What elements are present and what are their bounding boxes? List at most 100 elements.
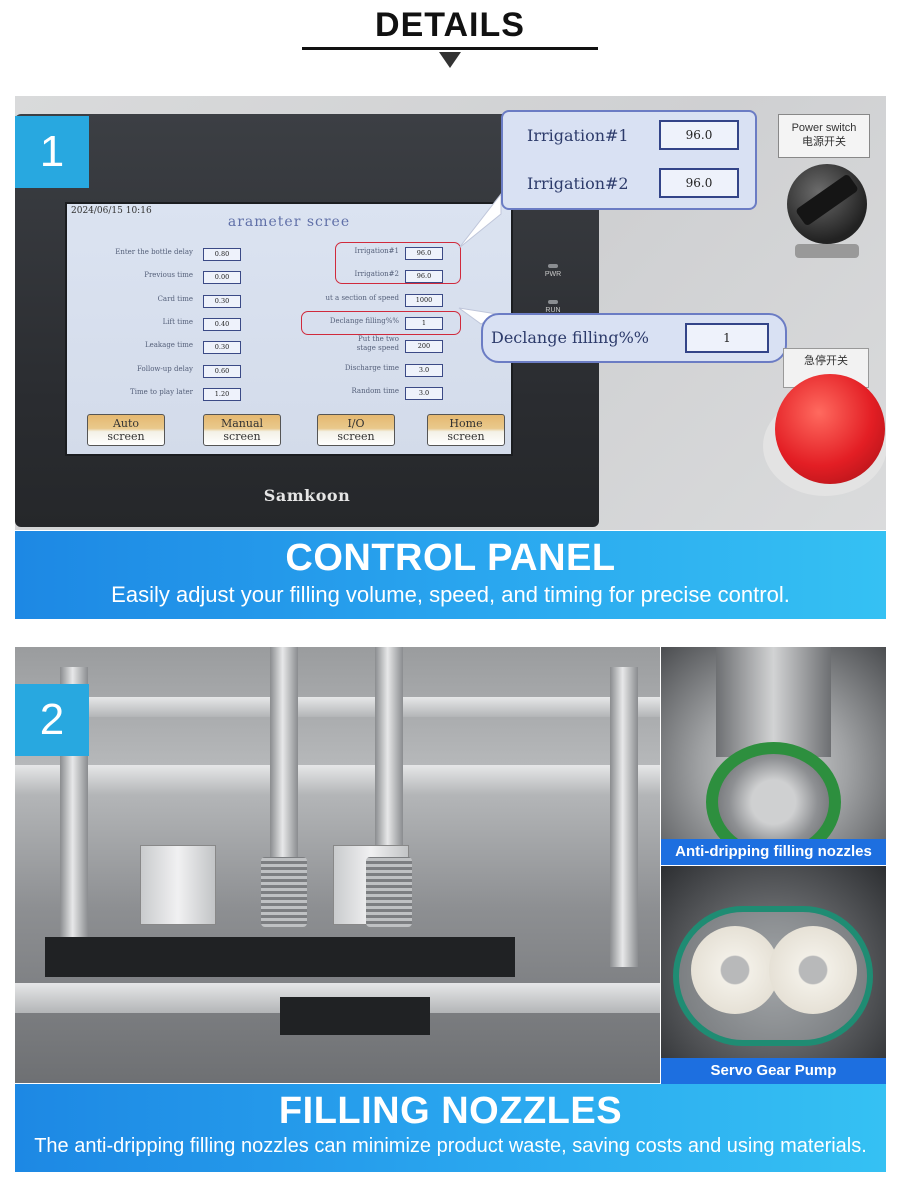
param-value-field[interactable]: 0.40 [203, 318, 241, 331]
irrigation-highlight [335, 242, 461, 284]
power-switch-label: Power switch 电源开关 [778, 114, 870, 158]
down-arrow-icon [439, 52, 461, 68]
upper-rail [15, 697, 660, 717]
switch-nut [795, 244, 859, 258]
param-label: Follow-up delay [137, 365, 193, 373]
pwr-label: PWR [544, 271, 562, 278]
hmi-display: 2024/06/15 10:16 arameter scree Enter th… [65, 202, 513, 456]
param-value-field[interactable]: 96.0 [405, 270, 443, 283]
param-row: Card time [67, 295, 193, 309]
title-underline [302, 47, 598, 50]
irrigation-pointer [458, 192, 502, 249]
pwr-led-icon [548, 264, 558, 268]
callout-declange-label: Declange filling%% [491, 328, 649, 347]
param-row: Discharge time [267, 364, 399, 378]
param-label: Irrigation#2 [354, 270, 399, 278]
hmi-datetime: 2024/06/15 10:16 [71, 206, 152, 216]
nozzle-knurl [366, 857, 412, 927]
run-label: RUN [545, 307, 561, 314]
callout-irrigation1-value: 96.0 [659, 120, 739, 150]
hmi-screen-title: arameter scree [227, 214, 351, 230]
param-value-field[interactable]: 0.60 [203, 365, 241, 378]
param-label: Card time [157, 295, 193, 303]
hmi-brand-logo: Samkoon [263, 486, 351, 505]
run-led-icon [548, 300, 558, 304]
param-row: Irrigation#1 [267, 247, 399, 261]
nozzle-pipe [270, 647, 298, 867]
callout-irrigation1-label: Irrigation#1 [527, 126, 629, 145]
nozzle-clamp [280, 997, 430, 1035]
control-panel-banner: CONTROL PANEL Easily adjust your filling… [15, 531, 886, 619]
param-row: Enter the bottle delay [67, 248, 193, 262]
param-row: Irrigation#2 [267, 270, 399, 284]
status-leds: PWR RUN [535, 264, 571, 336]
param-row: Follow-up delay [67, 365, 193, 379]
nozzle-body [716, 647, 831, 757]
param-row: Leakage time [67, 341, 193, 355]
param-value-field[interactable]: 0.00 [203, 271, 241, 284]
param-label: Lift time [162, 318, 193, 326]
section-number-badge: 2 [15, 684, 89, 756]
param-label: ut a section of speed [325, 294, 399, 302]
param-value-field[interactable]: 1000 [405, 294, 443, 307]
callout-declange-value: 1 [685, 323, 769, 353]
param-value-field[interactable]: 1 [405, 317, 443, 330]
irrigation-callout: Irrigation#1 96.0 Irrigation#2 96.0 [501, 110, 757, 210]
emergency-stop-button[interactable] [775, 374, 885, 484]
switch-grip [795, 173, 859, 227]
mounting-bar [45, 937, 515, 977]
param-value-field[interactable]: 0.80 [203, 248, 241, 261]
param-value-field[interactable]: 200 [405, 340, 443, 353]
banner-subtitle: Easily adjust your filling volume, speed… [111, 582, 790, 607]
support-post [610, 667, 638, 967]
banner-subtitle: The anti-dripping filling nozzles can mi… [34, 1135, 867, 1157]
nozzle-closeup: Anti-dripping filling nozzles [661, 647, 886, 865]
param-label: Leakage time [144, 341, 193, 349]
param-row: ut a section of speed [267, 294, 399, 308]
crossbar [15, 765, 660, 795]
power-switch-knob[interactable] [787, 164, 867, 244]
filling-nozzles-photo: 2 [15, 647, 660, 1083]
param-row: Lift time [67, 318, 193, 332]
gear-right [769, 926, 857, 1014]
param-label: Discharge time [344, 364, 399, 372]
control-panel-photo: 2024/06/15 10:16 arameter scree Enter th… [15, 96, 886, 530]
page-title: DETAILS [375, 6, 525, 44]
banner-title: CONTROL PANEL [285, 537, 616, 579]
param-row: Time to play later [67, 388, 193, 402]
param-row: Declange filling%% [267, 317, 399, 331]
declange-callout: Declange filling%% 1 [481, 313, 787, 363]
gear-left [691, 926, 779, 1014]
param-label: Enter the bottle delay [115, 248, 193, 256]
filling-nozzles-banner: FILLING NOZZLES The anti-dripping fillin… [15, 1084, 886, 1172]
param-label: Time to play later [130, 388, 193, 396]
param-label: Put the two stage speed [356, 335, 399, 352]
page-header: DETAILS [0, 0, 900, 80]
banner-title: FILLING NOZZLES [278, 1090, 623, 1132]
callout-irrigation2-label: Irrigation#2 [527, 174, 629, 193]
section-number-badge: 1 [15, 116, 89, 188]
declange-highlight [301, 311, 461, 335]
param-value-field[interactable]: 96.0 [405, 247, 443, 260]
air-cylinder [140, 845, 216, 925]
param-value-field[interactable]: 0.30 [203, 295, 241, 308]
param-row: Put the two stage speed [337, 335, 399, 357]
param-label: Declange filling%% [329, 317, 399, 325]
nozzle-caption: Anti-dripping filling nozzles [661, 839, 886, 865]
param-value-field[interactable]: 3.0 [405, 364, 443, 377]
nozzle-knurl [261, 857, 307, 927]
pump-caption: Servo Gear Pump [661, 1058, 886, 1084]
param-label: Random time [351, 387, 399, 395]
gear-pump-closeup: Servo Gear Pump [661, 866, 886, 1084]
param-value-field[interactable]: 0.30 [203, 341, 241, 354]
callout-irrigation2-value: 96.0 [659, 168, 739, 198]
param-value-field[interactable]: 3.0 [405, 387, 443, 400]
nozzle-pipe [375, 647, 403, 867]
param-value-field[interactable]: 1.20 [203, 388, 241, 401]
param-label: Irrigation#1 [354, 247, 399, 255]
param-row: Previous time [67, 271, 193, 285]
